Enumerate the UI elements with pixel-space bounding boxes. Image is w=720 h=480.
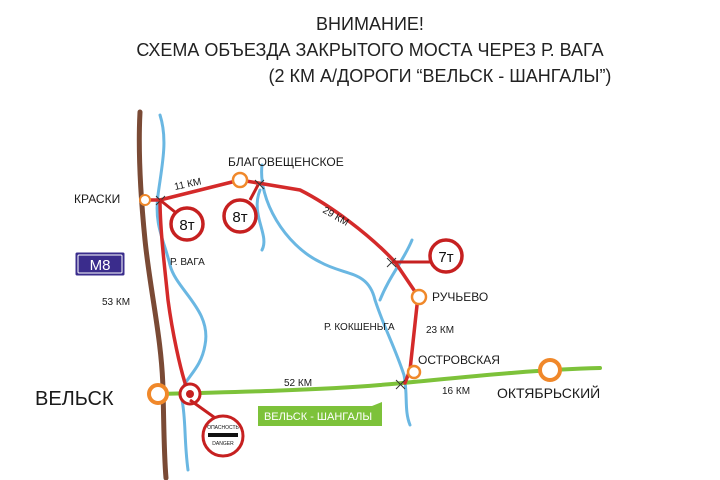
- label-blagoveshchenskoe: БЛАГОВЕЩЕНСКОЕ: [228, 155, 344, 169]
- road-name-banner: ВЕЛЬСК - ШАНГАЛЫ: [258, 402, 382, 426]
- label-ostrovskaya: ОСТРОВСКАЯ: [418, 353, 500, 367]
- label-kraski: КРАСКИ: [74, 192, 120, 206]
- highway-m8: [136, 109, 169, 480]
- weight-limit-sign-1: 8т: [159, 198, 205, 242]
- title-line-3: (2 КМ А/ДОРОГИ “ВЕЛЬСК - ШАНГАЛЫ”): [269, 66, 612, 86]
- town-marker-blagoveshchenskoe: [231, 171, 249, 189]
- weight-limit-sign-2: 8т: [222, 184, 260, 234]
- weight-limit-1-text: 8т: [179, 217, 194, 234]
- town-marker-oktyabrsky: [538, 358, 562, 382]
- title-line-2: СХЕМА ОБЪЕЗДА ЗАКРЫТОГО МОСТА ЧЕРЕЗ Р. В…: [136, 40, 603, 60]
- label-oktyabrsky: ОКТЯБРЬСКИЙ: [497, 384, 600, 401]
- town-marker-kraski: [139, 194, 151, 206]
- bridge-icon-kokshenga: [386, 257, 397, 268]
- danger-sign-bottom: DANGER: [212, 441, 234, 447]
- road-velsk-shangaly: [156, 366, 602, 396]
- label-river-vaga: Р. ВАГА: [170, 257, 205, 268]
- weight-limit-sign-3: 7т: [392, 238, 464, 274]
- label-river-kokshenga: Р. КОКШЕНЬГА: [324, 322, 395, 333]
- distance-29km: 29 КМ: [321, 205, 351, 229]
- town-marker-ruchyevo: [410, 288, 428, 306]
- weight-limit-3-text: 7т: [438, 249, 453, 266]
- weight-limit-2-text: 8т: [232, 209, 247, 226]
- town-marker-ostrovskaya: [406, 364, 422, 380]
- danger-sign-top: ОПАСНОСТЬ: [207, 425, 239, 431]
- label-ruchyevo: РУЧЬЕВО: [432, 290, 488, 304]
- bridge-icon-ostrovskaya: [395, 379, 406, 390]
- m8-route-shield: М8: [74, 251, 126, 277]
- river-branch-1: [255, 188, 266, 252]
- distance-16km: 16 КМ: [442, 386, 470, 397]
- label-velsk: ВЕЛЬСК: [35, 388, 114, 410]
- town-marker-velsk: [147, 383, 169, 405]
- danger-sign: ОПАСНОСТЬ DANGER: [201, 414, 245, 458]
- distance-52km: 52 КМ: [284, 378, 312, 389]
- distance-23km: 23 КМ: [426, 325, 454, 336]
- road-banner-text: ВЕЛЬСК - ШАНГАЛЫ: [264, 411, 372, 423]
- detour-route: [158, 178, 420, 394]
- distance-53km: 53 КМ: [102, 297, 130, 308]
- closed-bridge-marker: [178, 382, 219, 422]
- title-line-1: ВНИМАНИЕ!: [316, 14, 424, 34]
- m8-label: М8: [90, 257, 111, 274]
- river-branch-2: [378, 238, 414, 302]
